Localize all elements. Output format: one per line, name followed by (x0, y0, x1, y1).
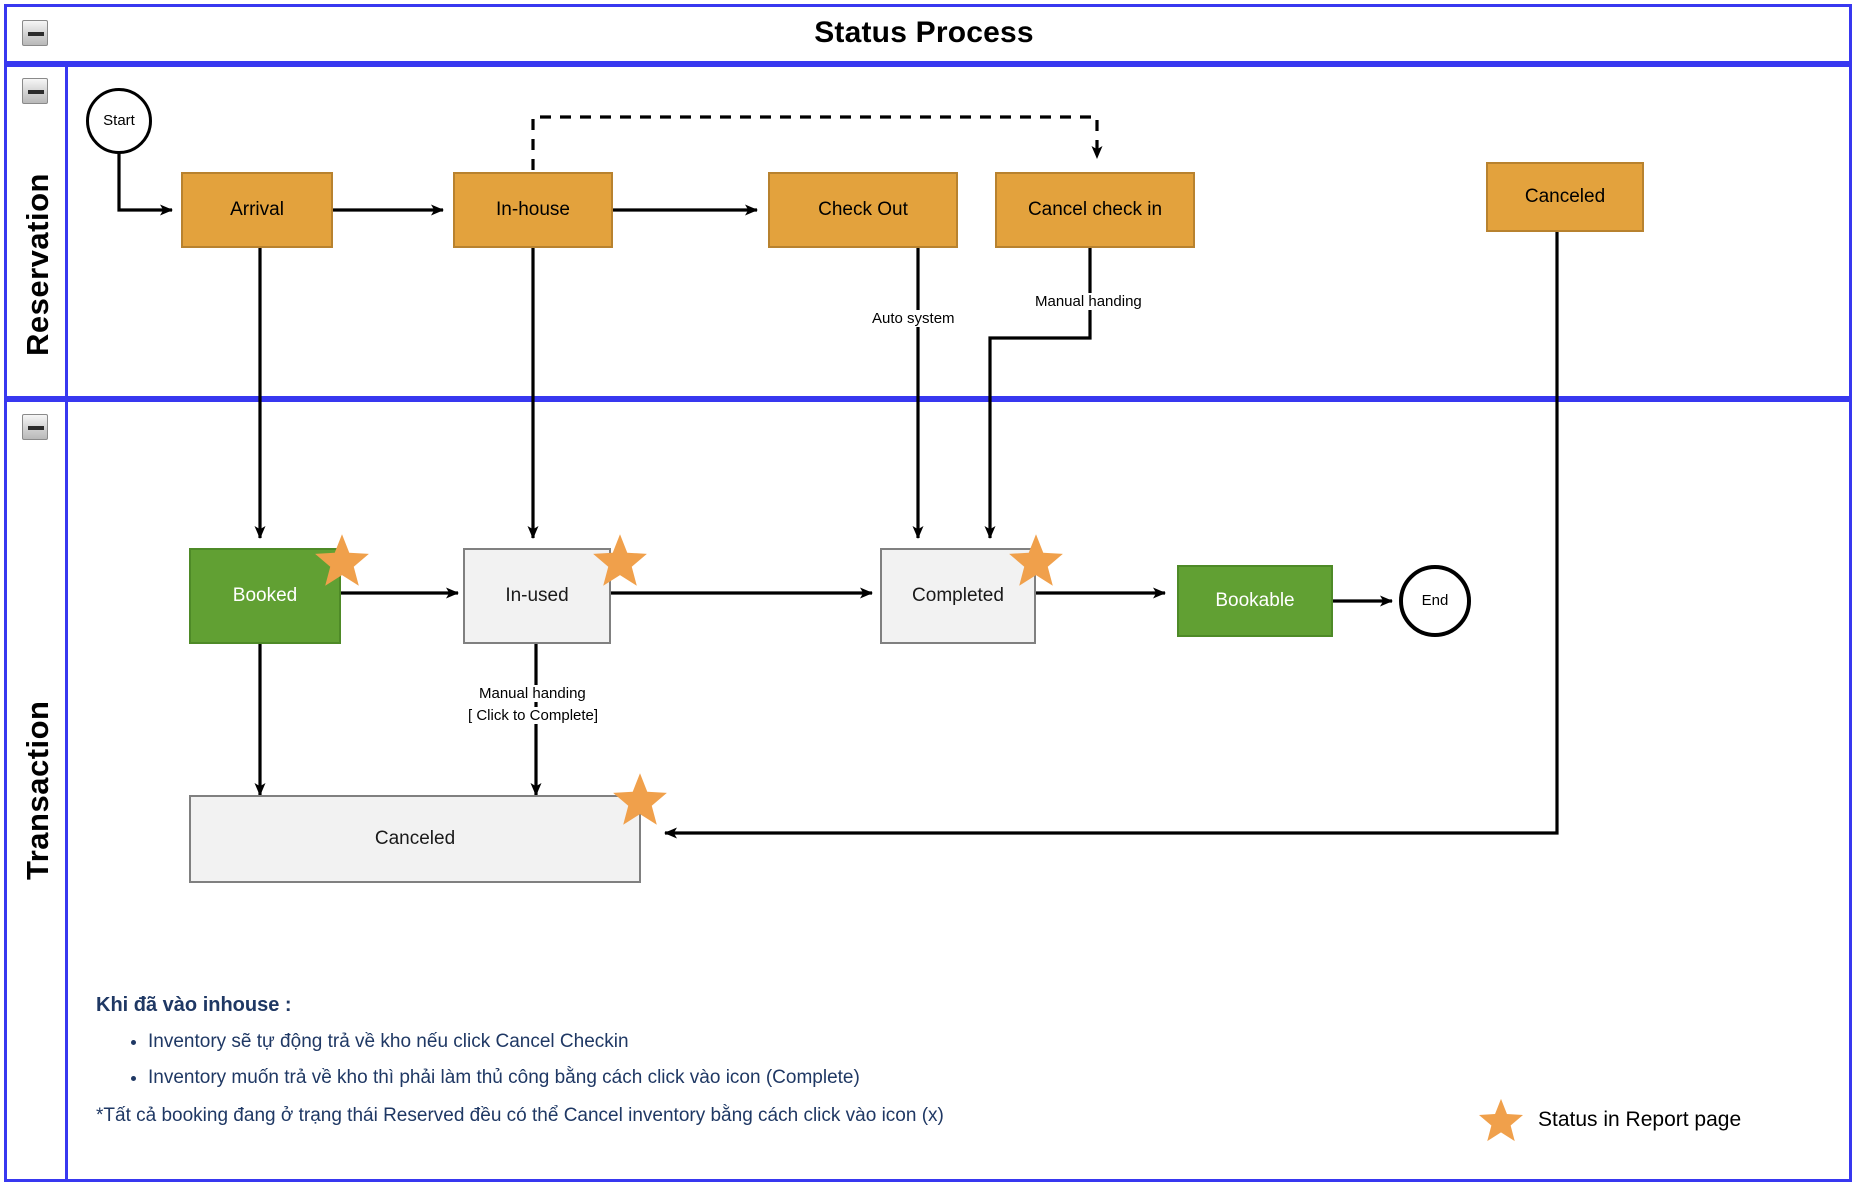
star-icon (1009, 534, 1063, 586)
node-in-used[interactable]: In-used (463, 548, 611, 644)
lane-transaction-header (4, 399, 68, 1182)
node-start[interactable]: Start (86, 88, 152, 154)
collapse-transaction-button[interactable] (22, 414, 48, 440)
legend: Status in Report page (1478, 1098, 1741, 1142)
node-check-out[interactable]: Check Out (768, 172, 958, 248)
lane-reservation (4, 64, 1852, 399)
minus-icon (28, 426, 44, 430)
minus-icon (28, 32, 44, 36)
star-icon (613, 773, 667, 825)
node-canceled-reservation[interactable]: Canceled (1486, 162, 1644, 232)
notes-heading: Khi đã vào inhouse : (96, 994, 292, 1016)
notes-list: Inventory sẽ tự động trả về kho nếu clic… (148, 1031, 1196, 1089)
node-cancel-check-in[interactable]: Cancel check in (995, 172, 1195, 248)
collapse-diagram-button[interactable] (22, 20, 48, 46)
node-in-house[interactable]: In-house (453, 172, 613, 248)
notes-footnote: *Tất cả booking đang ở trạng thái Reserv… (96, 1105, 944, 1126)
title-band (4, 4, 1852, 64)
edge-label-manual-handing: Manual handing (1033, 293, 1144, 310)
edge-label-auto-system: Auto system (870, 310, 957, 327)
node-completed[interactable]: Completed (880, 548, 1036, 644)
node-bookable[interactable]: Bookable (1177, 565, 1333, 637)
lane-transaction (4, 399, 1852, 1182)
node-canceled-transaction[interactable]: Canceled (189, 795, 641, 883)
star-icon (1479, 1098, 1523, 1142)
minus-icon (28, 90, 44, 94)
node-end[interactable]: End (1399, 565, 1471, 637)
collapse-reservation-button[interactable] (22, 78, 48, 104)
list-item: Inventory muốn trả về kho thì phải làm t… (148, 1067, 1196, 1089)
star-icon (593, 534, 647, 586)
edge-label-manual-handing-2: Manual handing (477, 685, 588, 702)
legend-label: Status in Report page (1538, 1108, 1742, 1131)
page-title: Status Process (814, 16, 1034, 49)
notes-block: Khi đã vào inhouse : Inventory sẽ tự độn… (96, 994, 1196, 1127)
lane-reservation-header (4, 64, 68, 399)
star-icon (315, 534, 369, 586)
edge-label-click-to-complete: [ Click to Complete] (466, 707, 601, 724)
list-item: Inventory sẽ tự động trả về kho nếu clic… (148, 1031, 1196, 1053)
node-arrival[interactable]: Arrival (181, 172, 333, 248)
node-booked[interactable]: Booked (189, 548, 341, 644)
